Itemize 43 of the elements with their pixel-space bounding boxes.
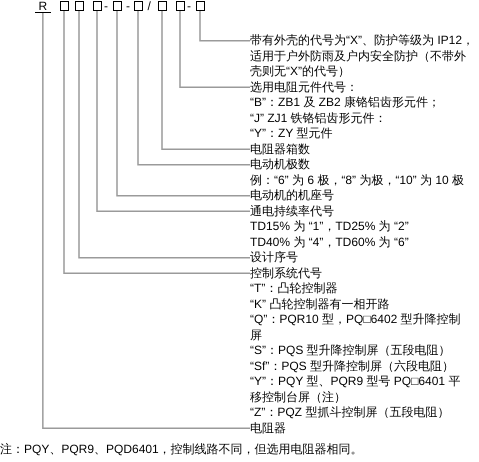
code-separator: - [126,0,130,12]
description-heading: 控制系统代号 [250,266,323,281]
fill-in-box [74,1,84,11]
description-line: “Y”：ZY 型元件 [250,126,334,142]
description-heading: 电动机极数 [250,157,311,172]
code-letter: R [34,0,52,13]
description-heading: 选用电阻元件代号： [250,80,359,95]
description-text: 电动机的机座号 [250,188,477,204]
fill-in-box [158,1,166,11]
code-separator: - [104,0,108,12]
description-line: 例：“6” 为 6 极，“8” 为极，“10” 为 10 极 [250,172,466,188]
description-text: 电阻器 [250,420,477,436]
fill-in-box [112,1,122,11]
description-line: TD40% 为 “4”，TD60% 为 “6” [250,234,410,250]
fill-in-box [176,1,184,11]
description-heading: 通电持续率代号 [250,204,335,219]
description-line: “B”：ZB1 及 ZB2 康铬铝齿形元件； [250,95,442,110]
description-line: “Z”：PQZ 型抓斗控制屏（五段电阻） [250,405,450,420]
code-separator: - [187,0,191,12]
description-text: 设计序号 [250,250,477,266]
description-text: 电阻器箱数 [250,142,477,157]
description-line: “T”：凸轮控制器 [250,281,338,296]
leader-line [161,11,250,150]
footnote-text: 注：PQY、PQR9、PQD6401，控制线路不同，但选用电阻器相同。 [0,443,363,455]
description-line: “Q”：PQR10 型，PQ□6402 型升降控制屏 [250,312,462,343]
leader-line [179,11,250,88]
leader-line [96,11,250,212]
leader-line [116,11,250,196]
leader-line [42,13,250,429]
description-line: “Y”：PQY 型、PQR9 型号 PQ□6401 平移控制台屏（注） [250,374,462,405]
fill-in-box [196,1,204,11]
description-text: 带有外壳的代号为“X”、防护等级为 IP12，适用于户外防雨及户内安全防护（不带外壳则无“X”的代号） [250,33,477,80]
leader-line [199,11,250,42]
fill-in-box [134,1,142,11]
description-line: TD15% 为 “1”，TD25% 为 “2” [250,219,410,234]
code-separator: / [148,0,151,12]
description-line: “J” ZJ1 铁铬铝齿形元件： [250,110,388,126]
fill-in-box [60,1,68,11]
description-line: “K” 凸轮控制器有一相开路 [250,296,390,312]
description-line: “S”：PQS 型升降控制屏（五段电阻） [250,343,452,358]
fill-in-box [92,1,102,11]
description-line: “Sf”：PQS 型升降控制屏（六段电阻） [250,358,456,374]
leader-line [137,11,250,166]
